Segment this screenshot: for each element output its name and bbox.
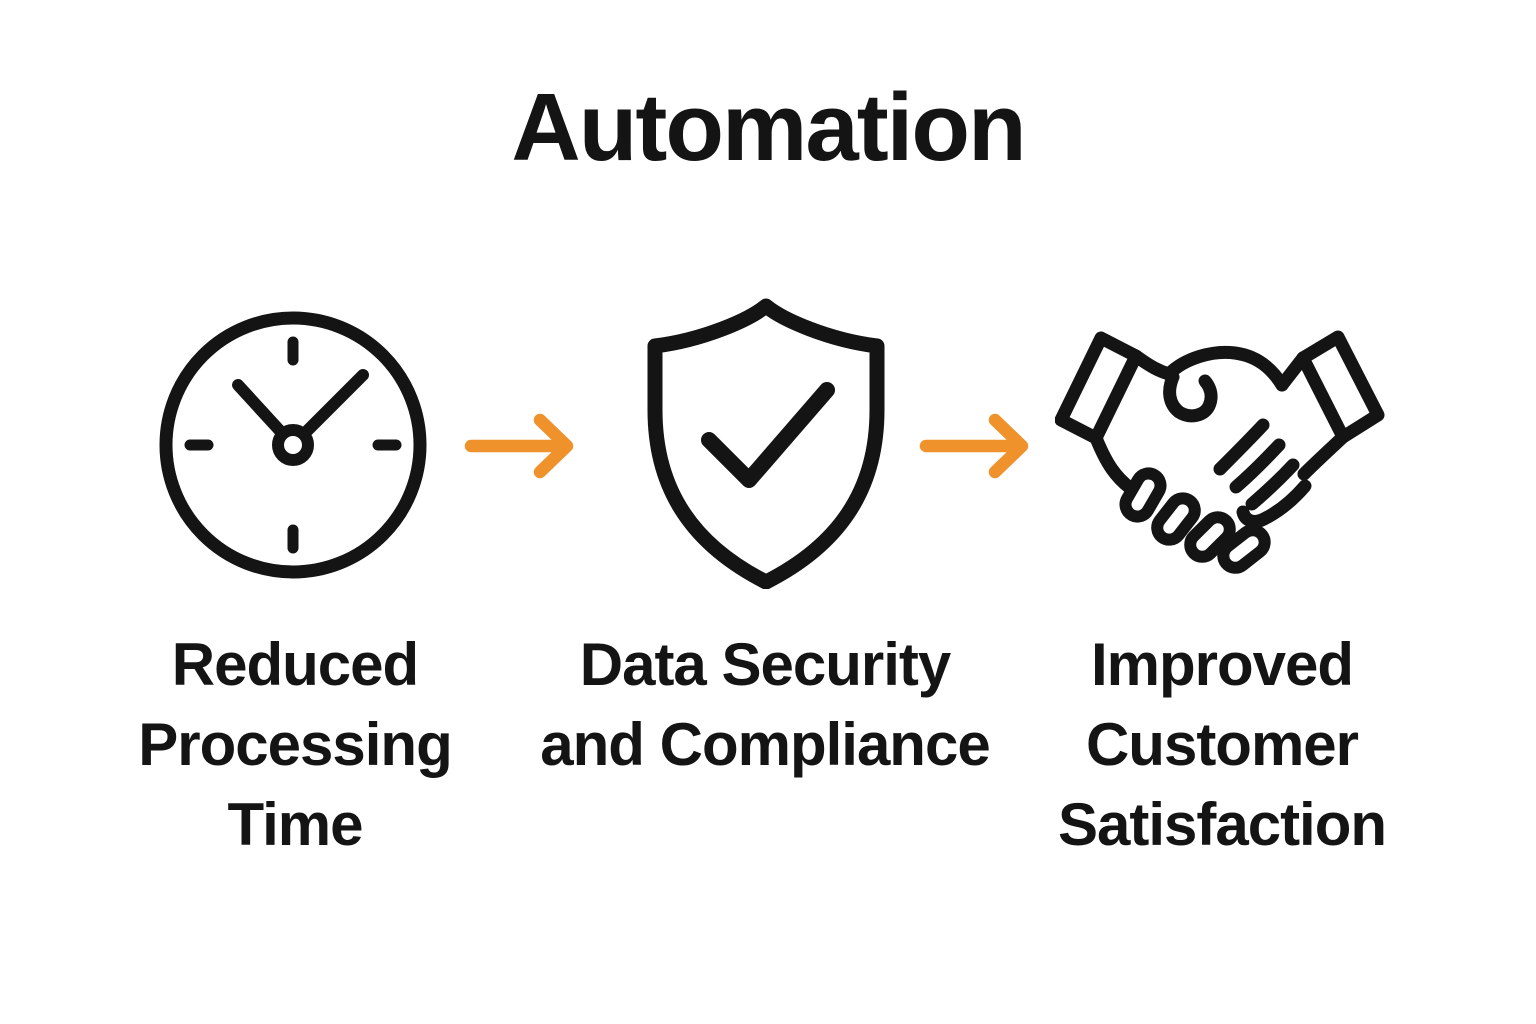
arrow-right-icon	[464, 413, 574, 479]
handshake-icon	[1055, 330, 1385, 574]
step-label-data-security-and-compliance: Data Security and Compliance	[540, 631, 990, 778]
arrow-right-icon	[919, 413, 1029, 479]
shield-check-icon	[647, 298, 885, 589]
diagram-title: Automation	[511, 74, 1026, 181]
clock-icon	[159, 311, 427, 579]
step-label-improved-customer-satisfaction: Improved Customer Satisfaction	[1057, 631, 1387, 858]
step-label-reduced-processing-time: Reduced Processing Time	[138, 631, 452, 858]
